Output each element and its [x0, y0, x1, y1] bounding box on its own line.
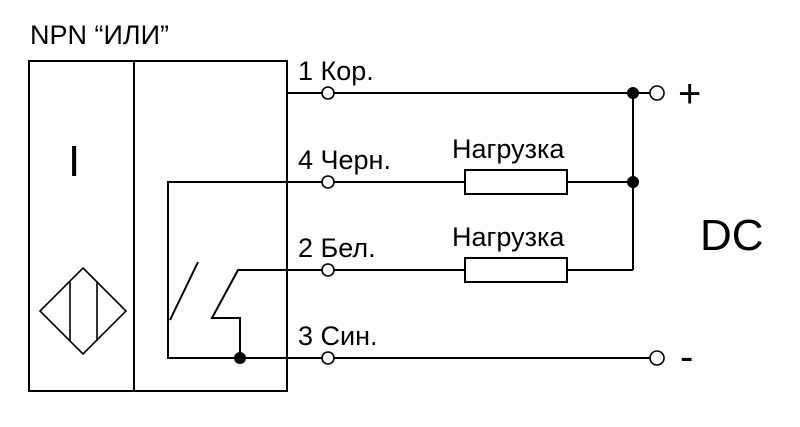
terminal-1-label: 1 Кор.: [298, 56, 374, 86]
load-bottom-label: Нагрузка: [452, 222, 565, 252]
sensor-symbol: I: [68, 137, 80, 186]
inductive-sensor-icon: [38, 266, 128, 356]
terminal-2-label: 2 Бел.: [298, 233, 376, 263]
terminal-4: [321, 175, 335, 189]
terminal-3: [321, 351, 335, 365]
supply-label: DC: [700, 211, 764, 260]
minus-sign: -: [680, 335, 693, 379]
terminal-1: [321, 86, 335, 100]
load-bottom: [464, 257, 568, 283]
load-top-label: Нагрузка: [452, 134, 565, 164]
terminal-4-label: 4 Черн.: [298, 145, 391, 175]
sensor-body: [28, 60, 288, 392]
plus-sign: +: [678, 72, 701, 116]
diagram-title: NPN “ИЛИ”: [30, 20, 169, 50]
terminal-3-label: 3 Син.: [298, 321, 378, 351]
switch-contacts: [167, 181, 322, 364]
load-top: [464, 169, 568, 195]
terminal-2: [321, 263, 335, 277]
supply-plus-terminal: [649, 85, 665, 101]
supply-minus-terminal: [649, 350, 665, 366]
